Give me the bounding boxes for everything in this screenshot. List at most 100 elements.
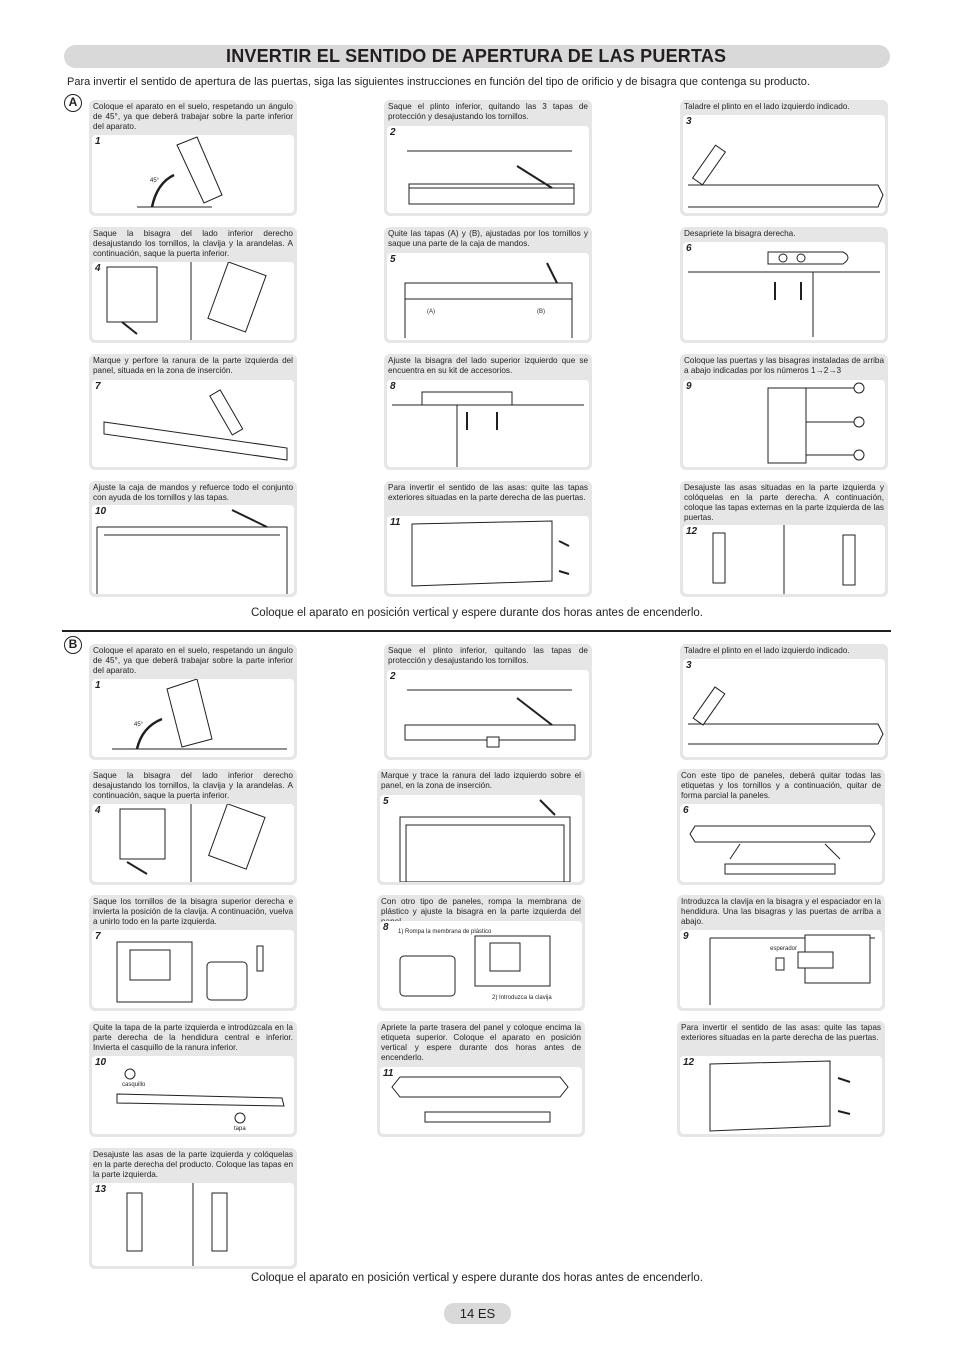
step-illustration: 6	[680, 804, 882, 882]
step-b1: Coloque el aparato en el suelo, respetan…	[89, 644, 297, 760]
page-title: INVERTIR EL SENTIDO DE APERTURA DE LAS P…	[226, 46, 726, 67]
step-number: 7	[95, 381, 101, 392]
step-text: Taladre el plinto en el lado izquierdo i…	[684, 646, 884, 656]
intro-text: Para invertir el sentido de apertura de …	[67, 76, 897, 88]
step-illustration: 9	[683, 380, 885, 467]
seq-1: 1	[811, 366, 816, 375]
step-a4: Saque la bisagra del lado inferior derec…	[89, 227, 297, 343]
label-b: (B)	[537, 309, 545, 315]
label-break-membrane: 1) Rompa la membrana de plástico	[398, 929, 492, 935]
step-number: 10	[95, 1057, 106, 1068]
step-illustration: 3	[683, 659, 885, 757]
step-a10: Ajuste la caja de mandos y refuerce todo…	[89, 481, 297, 597]
step-illustration: 13	[92, 1183, 294, 1266]
step-text: Saque los tornillos de la bisagra superi…	[93, 897, 293, 927]
step-b4: Saque la bisagra del lado inferior derec…	[89, 769, 297, 885]
step-number: 2	[390, 127, 396, 138]
step-illustration: 8	[387, 380, 589, 467]
step-b5: Marque y trace la ranura del lado izquie…	[377, 769, 585, 885]
step-a3: Taladre el plinto en el lado izquierdo i…	[680, 100, 888, 216]
step-illustration: 8 1) Rompa la membrana de plástico 2) In…	[380, 921, 582, 1008]
step-illustration: 11	[387, 516, 589, 594]
step-illustration: 12	[680, 1056, 882, 1134]
step-number: 5	[383, 796, 389, 807]
step-number: 6	[683, 805, 689, 816]
angle-label: 45°	[134, 722, 144, 728]
step-number: 4	[95, 805, 101, 816]
step-illustration: 5	[380, 795, 582, 882]
step-text: Saque el plinto inferior, quitando las 3…	[388, 102, 588, 122]
step-text: Saque la bisagra del lado inferior derec…	[93, 229, 293, 259]
step-text: Introduzca la clavija en la bisagra y el…	[681, 897, 881, 927]
step-number: 5	[390, 254, 396, 265]
step-text: Apriete la parte trasera del panel y col…	[381, 1023, 581, 1063]
step-number: 1	[95, 136, 101, 147]
cap-label: tapa	[234, 1126, 246, 1132]
section-a-note: Coloque el aparato en posición vertical …	[0, 607, 954, 619]
step-a1: Coloque el aparato en el suelo, respetan…	[89, 100, 297, 216]
step-a9: Coloque las puertas y las bisagras insta…	[680, 354, 888, 470]
step-text: Ajuste la bisagra del lado superior izqu…	[388, 356, 588, 376]
step-text: Marque y perfore la ranura de la parte i…	[93, 356, 293, 376]
step-text: Quite la tapa de la parte izquierda e in…	[93, 1023, 293, 1053]
step-illustration: 9 esperador	[680, 930, 882, 1008]
step-illustration: 1 45°	[92, 679, 294, 757]
step-number: 12	[683, 1057, 694, 1068]
step-text: Coloque el aparato en el suelo, respetan…	[93, 102, 293, 132]
step-number: 11	[383, 1068, 393, 1079]
step-text: Con este tipo de paneles, deberá quitar …	[681, 771, 881, 801]
step-text: Saque el plinto inferior, quitando las t…	[388, 646, 588, 666]
step-number: 10	[95, 506, 106, 517]
step-text: Saque la bisagra del lado inferior derec…	[93, 771, 293, 801]
step-number: 1	[95, 680, 101, 691]
step-a12: Desajuste las asas situadas en la parte …	[680, 481, 888, 597]
step-text-main: Coloque las puertas y las bisagras insta…	[684, 356, 884, 375]
step-text: Coloque el aparato en el suelo, respetan…	[93, 646, 293, 676]
step-b6: Con este tipo de paneles, deberá quitar …	[677, 769, 885, 885]
angle-label: 45°	[150, 178, 160, 184]
step-text: Desajuste las asas situadas en la parte …	[684, 483, 884, 523]
step-text: Desapriete la bisagra derecha.	[684, 229, 884, 239]
step-text: Quite las tapas (A) y (B), ajustadas por…	[388, 229, 588, 249]
step-illustration: 2	[387, 670, 589, 757]
step-illustration: 3	[683, 115, 885, 213]
step-b2: Saque el plinto inferior, quitando las t…	[384, 644, 592, 760]
section-b-note: Coloque el aparato en posición vertical …	[0, 1272, 954, 1284]
step-illustration: 4	[92, 804, 294, 882]
step-text: Para invertir el sentido de las asas: qu…	[681, 1023, 881, 1043]
step-a5: Quite las tapas (A) y (B), ajustadas por…	[384, 227, 592, 343]
step-a7: Marque y perfore la ranura de la parte i…	[89, 354, 297, 470]
step-b11: Apriete la parte trasera del panel y col…	[377, 1021, 585, 1137]
step-b7: Saque los tornillos de la bisagra superi…	[89, 895, 297, 1011]
step-a8: Ajuste la bisagra del lado superior izqu…	[384, 354, 592, 470]
step-text: Ajuste la caja de mandos y refuerce todo…	[93, 483, 293, 503]
step-illustration: 2	[387, 126, 589, 213]
step-text: Desajuste las asas de la parte izquierda…	[93, 1150, 293, 1180]
bushing-label: casquillo	[122, 1082, 146, 1088]
label-insert-pin: 2) Introduzca la clavija	[492, 995, 552, 1001]
step-illustration: 7	[92, 380, 294, 467]
step-number: 13	[95, 1184, 106, 1195]
step-illustration: 7	[92, 930, 294, 1008]
step-number: 7	[95, 931, 101, 942]
step-illustration: 12	[683, 525, 885, 594]
spacer-label: esperador	[770, 946, 797, 952]
step-b12: Para invertir el sentido de las asas: qu…	[677, 1021, 885, 1137]
step-number: 9	[683, 931, 689, 942]
step-text: Marque y trace la ranura del lado izquie…	[381, 771, 581, 791]
step-illustration: 4	[92, 262, 294, 340]
step-b9: Introduzca la clavija en la bisagra y el…	[677, 895, 885, 1011]
step-number: 4	[95, 263, 101, 274]
step-number: 8	[390, 381, 396, 392]
step-illustration: 6	[683, 242, 885, 340]
page-number: 14 ES	[444, 1303, 511, 1324]
step-text: Coloque las puertas y las bisagras insta…	[684, 356, 884, 376]
step-number: 12	[686, 526, 697, 537]
step-illustration: 5 (A) (B)	[387, 253, 589, 340]
step-b8: Con otro tipo de paneles, rompa la membr…	[377, 895, 585, 1011]
step-illustration: 11	[380, 1067, 582, 1134]
step-a2: Saque el plinto inferior, quitando las 3…	[384, 100, 592, 216]
step-number: 2	[390, 671, 396, 682]
step-number: 3	[686, 660, 692, 671]
section-b-marker: B	[64, 636, 82, 654]
